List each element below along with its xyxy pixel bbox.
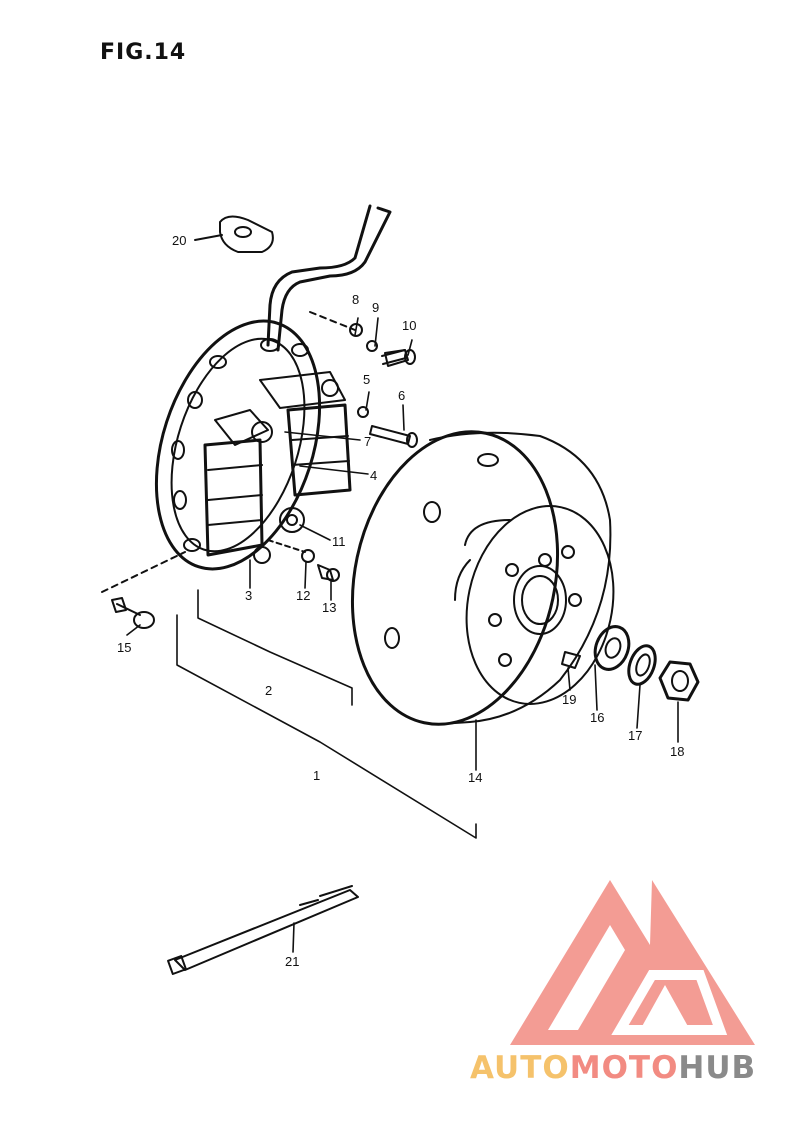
callout-7: 7 (364, 434, 371, 449)
callout-5: 5 (363, 372, 370, 387)
callout-9: 9 (372, 300, 379, 315)
callout-18: 18 (670, 744, 684, 759)
callout-11: 11 (332, 534, 346, 549)
wiring-harness (266, 204, 392, 352)
watermark-hub: HUB (678, 1050, 757, 1086)
nut-18 (658, 660, 700, 702)
watermark-auto: AUTO (470, 1050, 570, 1086)
callout-3: 3 (245, 588, 252, 603)
callout-17: 17 (628, 728, 642, 743)
figure-title: FIG.14 (100, 40, 187, 65)
callout-10: 10 (402, 318, 416, 333)
washer-screw-12-13 (267, 539, 340, 582)
screw-15 (101, 551, 186, 629)
watermark-logo-icon (510, 880, 755, 1045)
watermark-moto: MOTO (569, 1050, 679, 1086)
washer-16 (593, 625, 631, 671)
flywheel-rotor (350, 430, 615, 726)
grommet-20 (194, 215, 274, 253)
callout-2: 2 (265, 683, 272, 698)
callout-20: 20 (172, 233, 186, 248)
strap-21 (167, 885, 359, 975)
callout-19: 19 (562, 692, 576, 707)
callout-21: 21 (285, 954, 299, 969)
key-19 (561, 651, 581, 669)
callout-14: 14 (468, 770, 482, 785)
callout-labels: 1 2 3 4 5 6 7 8 9 10 11 12 13 14 15 16 1… (117, 233, 684, 969)
callout-4: 4 (370, 468, 377, 483)
callout-13: 13 (322, 600, 336, 615)
callout-16: 16 (590, 710, 604, 725)
callout-8: 8 (352, 292, 359, 307)
coil-assembly-3 (203, 409, 273, 564)
watermark-brand-text: AUTOMOTOHUB (470, 1050, 790, 1086)
callout-12: 12 (296, 588, 310, 603)
callout-15: 15 (117, 640, 131, 655)
callout-6: 6 (398, 388, 405, 403)
leader-lines (126, 317, 679, 953)
coil-assembly-4 (259, 371, 352, 533)
callout-1: 1 (313, 768, 320, 783)
stator-plate (154, 319, 322, 571)
lock-washer-17 (627, 644, 657, 686)
